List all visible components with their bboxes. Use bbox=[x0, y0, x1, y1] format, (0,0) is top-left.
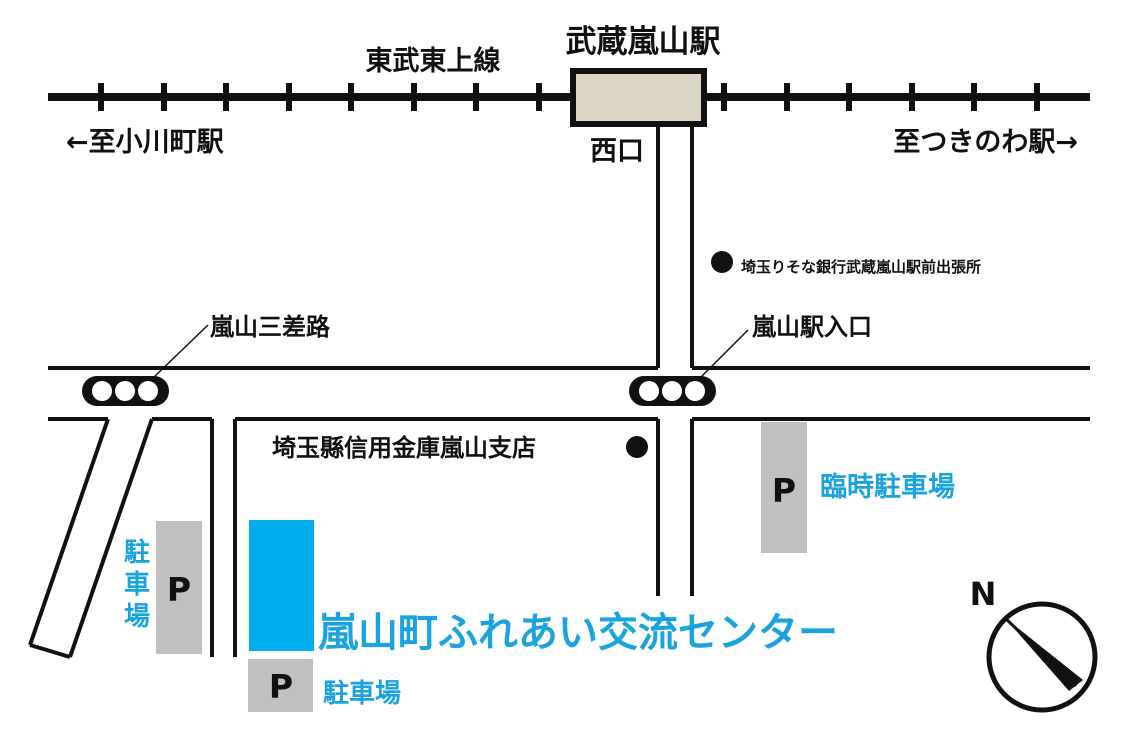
credit-union-marker-icon bbox=[626, 436, 648, 458]
west-direction-label: ←至小川町駅 bbox=[66, 127, 224, 158]
bottom-parking-label: 駐車場 bbox=[323, 679, 401, 709]
east-direction-label: 至つきのわ駅→ bbox=[893, 127, 1078, 158]
north-compass-icon bbox=[986, 601, 1098, 713]
left-parking-p-icon: P bbox=[167, 570, 191, 609]
bottom-parking-lot bbox=[248, 659, 313, 712]
intersection-east-label: 嵐山駅入口 bbox=[752, 313, 872, 341]
compass-north-label: N bbox=[970, 575, 997, 613]
svg-text:車: 車 bbox=[124, 570, 150, 600]
temporary-parking-lot bbox=[761, 422, 807, 553]
intersection-west-label: 嵐山三差路 bbox=[210, 313, 331, 341]
station-name-label: 武蔵嵐山駅 bbox=[566, 24, 721, 60]
left-parking-label: 駐 車 場 bbox=[124, 538, 150, 632]
temporary-parking-label: 臨時駐車場 bbox=[820, 472, 955, 503]
svg-text:駐: 駐 bbox=[124, 538, 150, 568]
west-exit-label: 西口 bbox=[590, 136, 644, 167]
rail-line-label: 東武東上線 bbox=[366, 45, 501, 77]
credit-union-label: 埼玉縣信用金庫嵐山支店 bbox=[272, 434, 536, 462]
svg-text:場: 場 bbox=[124, 602, 150, 632]
bottom-parking-p-icon: P bbox=[269, 667, 293, 706]
station-building bbox=[570, 68, 707, 127]
bank-marker-icon bbox=[711, 251, 733, 273]
destination-building bbox=[249, 520, 314, 651]
leader-line-west bbox=[152, 324, 209, 379]
leader-line-east bbox=[699, 329, 749, 379]
temporary-parking-p-icon: P bbox=[772, 471, 796, 510]
roads bbox=[28, 126, 1090, 659]
destination-label: 嵐山町ふれあい交流センター bbox=[318, 610, 838, 656]
bank-label: 埼玉りそな銀行武蔵嵐山駅前出張所 bbox=[741, 258, 981, 276]
traffic-signal-west bbox=[82, 376, 169, 406]
left-parking-lot bbox=[156, 521, 202, 654]
railway-line bbox=[48, 83, 1090, 111]
traffic-signal-east bbox=[629, 376, 716, 406]
